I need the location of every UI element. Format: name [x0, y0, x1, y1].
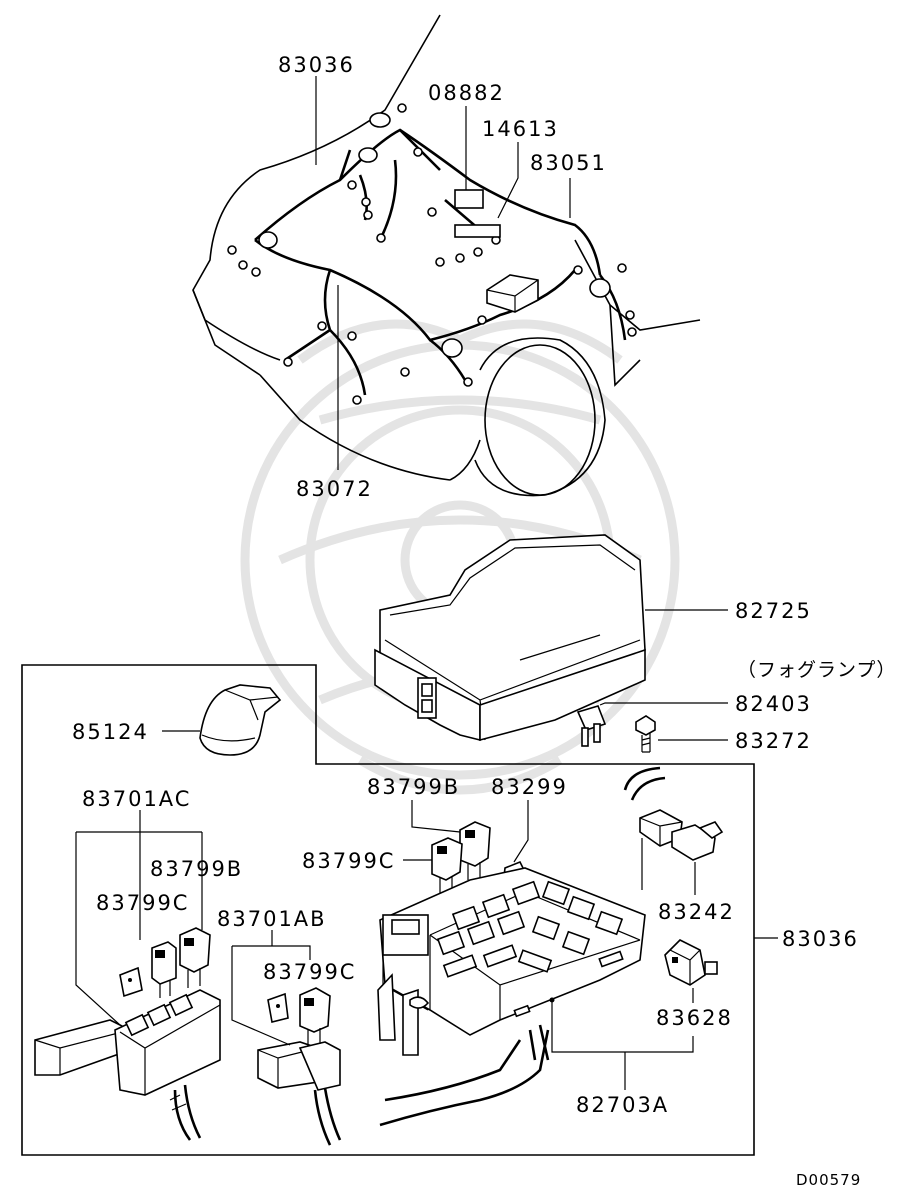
relay-sockets: [436, 880, 624, 978]
label-83299: 83299: [491, 775, 568, 799]
cap-85124: [199, 684, 282, 756]
fuse-82403: [576, 705, 607, 747]
relay-block-83701AC: [34, 927, 221, 1141]
connector-83628: [664, 939, 718, 986]
label-83242: 83242: [658, 900, 735, 924]
connector-83242: [623, 766, 724, 861]
leader-82403: [599, 702, 728, 706]
label-85124: 85124: [72, 720, 149, 744]
bolt-83272: [635, 715, 656, 753]
diagram-code: D00579: [796, 1171, 861, 1187]
leader-82703A: [551, 1000, 694, 1090]
relay-block-83701AB: [257, 987, 342, 1146]
fuse-box-cover: [374, 534, 646, 742]
label-83051: 83051: [530, 151, 607, 175]
label-82725: 82725: [735, 599, 812, 623]
label-14613: 14613: [482, 117, 559, 141]
label-83701AC: 83701AC: [82, 787, 191, 811]
junction-block: [377, 867, 646, 1127]
harness-connectors: [227, 103, 637, 405]
detail-frame: [21, 664, 755, 1156]
label-83799B-top: 83799B: [367, 775, 460, 799]
label-82703A: 82703A: [576, 1093, 669, 1117]
label-83036-top: 83036: [278, 53, 355, 77]
label-83036-box: 83036: [782, 927, 859, 951]
label-83799C-left: 83799C: [96, 891, 189, 915]
leader-83701AC: [75, 810, 203, 1026]
leader-83701AB: [231, 930, 311, 1046]
label-83799B-left: 83799B: [150, 857, 243, 881]
label-fog-lamp-note: （フォグランプ）: [737, 659, 896, 681]
ecu-block: [486, 274, 539, 313]
label-83072: 83072: [296, 477, 373, 501]
relay-08882: [454, 189, 484, 209]
leader-lines-top: [315, 76, 571, 470]
label-83701AB: 83701AB: [217, 907, 327, 931]
label-82403: 82403: [735, 692, 812, 716]
label-83799C-mid: 83799C: [263, 960, 356, 984]
label-83799C-top: 83799C: [302, 849, 395, 873]
leader-83299: [513, 800, 529, 863]
label-83628: 83628: [656, 1006, 733, 1030]
label-08882: 08882: [428, 81, 505, 105]
leader-83799B-top: [411, 800, 461, 833]
engine-bay-illustration: [192, 14, 701, 497]
label-83272: 83272: [735, 729, 812, 753]
